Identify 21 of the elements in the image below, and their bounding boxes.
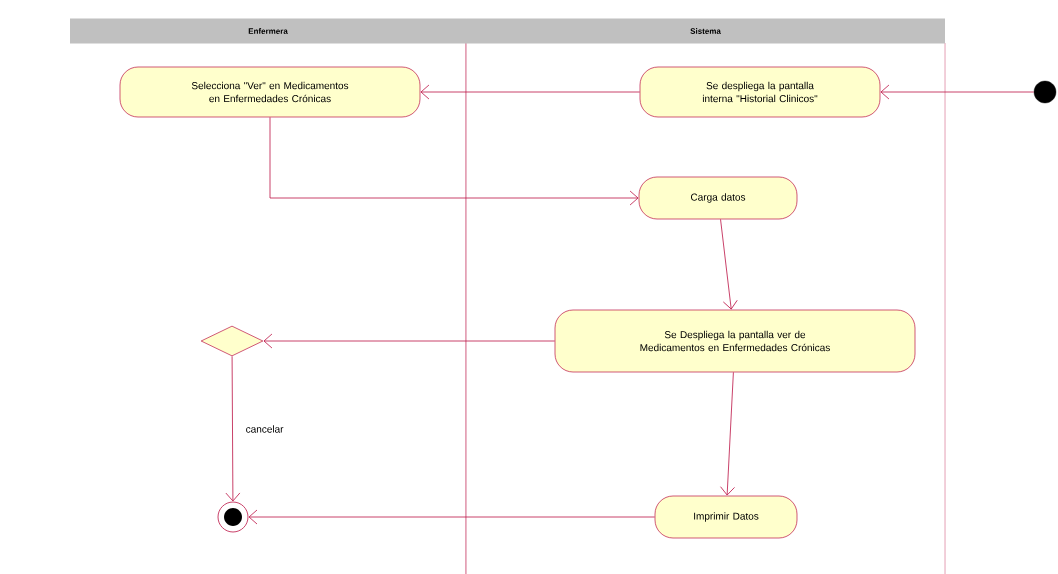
arrow bbox=[880, 84, 1035, 100]
start-node bbox=[1033, 80, 1057, 104]
activity-box: Selecciona "Ver" en Medicamentos en Enfermedades Crónicas bbox=[119, 66, 421, 118]
arrow bbox=[263, 333, 556, 349]
arrow bbox=[720, 371, 735, 496]
activity-box: Imprimir Datos bbox=[654, 495, 798, 539]
node-label: Sistema bbox=[690, 28, 721, 34]
swimlane-header: Enfermera bbox=[70, 18, 466, 44]
edge-label: cancelar bbox=[246, 425, 284, 433]
activity-box: Se despliega la pantalla interna "Historial Clinicos" bbox=[639, 66, 881, 118]
arrow bbox=[720, 218, 738, 310]
arrow bbox=[225, 355, 241, 502]
decision-diamond bbox=[200, 325, 264, 357]
arrow bbox=[248, 509, 656, 525]
node-label: Enfermera bbox=[248, 28, 288, 34]
arrow bbox=[420, 84, 641, 100]
end-node bbox=[217, 501, 249, 533]
swimlane-header: Sistema bbox=[466, 18, 945, 44]
activity-box: Se Despliega la pantalla ver de Medicamentos en Enfermedades Crónicas bbox=[554, 309, 916, 373]
arrow bbox=[269, 116, 639, 206]
activity-box: Carga datos bbox=[638, 176, 798, 220]
